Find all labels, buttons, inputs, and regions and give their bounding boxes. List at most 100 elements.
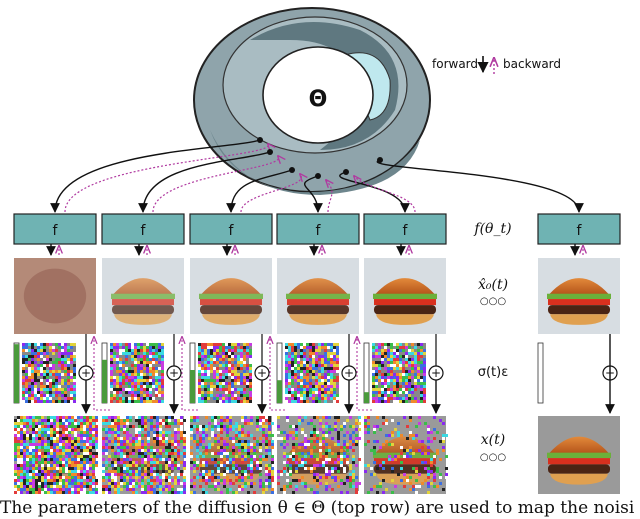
noise-pixel — [31, 352, 34, 355]
noise-pixel — [423, 385, 426, 388]
connectors — [50, 137, 584, 411]
noise-pixel — [70, 394, 73, 397]
noise-pixel — [423, 364, 426, 367]
xt-noise-pixel — [286, 464, 289, 467]
xt-noise-pixel — [439, 473, 442, 476]
noise-pixel — [294, 376, 297, 379]
noise-pixel — [67, 352, 70, 355]
noise-pixel — [330, 370, 333, 373]
xt-noise-pixel — [38, 416, 41, 419]
xt-noise-pixel — [208, 470, 211, 473]
noise-pixel — [116, 346, 119, 349]
xt-noise-pixel — [211, 473, 214, 476]
noise-pixel — [240, 400, 243, 403]
xt-noise-pixel — [292, 446, 295, 449]
xt-noise-pixel — [355, 476, 358, 479]
noise-pixel — [330, 388, 333, 391]
xt-noise-pixel — [304, 440, 307, 443]
xt-noise-pixel — [150, 482, 153, 485]
xt-noise-pixel — [138, 416, 141, 419]
xt-noise-pixel — [367, 428, 370, 431]
noise-pixel — [312, 385, 315, 388]
xt-noise-pixel — [190, 428, 193, 431]
noise-pixel — [210, 391, 213, 394]
xt-noise-pixel — [62, 425, 65, 428]
noise-pixel — [303, 394, 306, 397]
noise-pixel — [125, 391, 128, 394]
xt-noise-pixel — [74, 440, 77, 443]
xt-noise-pixel — [439, 419, 442, 422]
noise-pixel — [149, 355, 152, 358]
noise-pixel — [303, 343, 306, 346]
xt-noise-pixel — [168, 470, 171, 473]
xt-noise-pixel — [346, 449, 349, 452]
noise-pixel — [420, 394, 423, 397]
noise-pixel — [231, 370, 234, 373]
xt-noise-pixel — [325, 473, 328, 476]
noise-pixel — [306, 370, 309, 373]
xt-noise-pixel — [165, 488, 168, 491]
noise-pixel — [375, 349, 378, 352]
noise-pixel — [73, 379, 76, 382]
xt-noise-pixel — [105, 452, 108, 455]
noise-pixel — [116, 391, 119, 394]
noise-pixel — [37, 364, 40, 367]
xt-noise-pixel — [168, 458, 171, 461]
noise-pixel — [306, 346, 309, 349]
xt-noise-pixel — [406, 449, 409, 452]
noise-pixel — [143, 373, 146, 376]
xt-noise-pixel — [295, 428, 298, 431]
noise-pixel — [201, 385, 204, 388]
noise-pixel — [312, 358, 315, 361]
xt-noise-pixel — [202, 431, 205, 434]
noise-pixel — [396, 394, 399, 397]
xt-noise-pixel — [68, 461, 71, 464]
noise-pixel — [306, 388, 309, 391]
xt-noise-pixel — [415, 491, 418, 494]
noise-pixel — [309, 385, 312, 388]
noise-pixel — [70, 343, 73, 346]
xt-noise-pixel — [26, 461, 29, 464]
noise-pixel — [387, 358, 390, 361]
noise-pixel — [315, 373, 318, 376]
xt-noise-pixel — [391, 443, 394, 446]
xt-noise-pixel — [235, 422, 238, 425]
noise-pixel — [294, 370, 297, 373]
xt-noise-pixel — [196, 467, 199, 470]
noise-pixel — [336, 367, 339, 370]
noise-pixel — [143, 367, 146, 370]
xt-noise-pixel — [256, 440, 259, 443]
xt-noise-pixel — [144, 443, 147, 446]
xt-noise-pixel — [238, 425, 241, 428]
noise-pixel — [249, 400, 252, 403]
xt-noise-pixel — [226, 455, 229, 458]
noise-pixel — [372, 364, 375, 367]
xt-noise-pixel — [59, 458, 62, 461]
xt-noise-pixel — [32, 422, 35, 425]
xt-noise-pixel — [268, 467, 271, 470]
noise-pixel — [137, 397, 140, 400]
noise-pixel — [161, 391, 164, 394]
noise-pixel — [70, 391, 73, 394]
noise-pixel — [149, 376, 152, 379]
noise-pixel — [137, 382, 140, 385]
xt-noise-pixel — [406, 452, 409, 455]
xt-noise-pixel — [313, 467, 316, 470]
xt-noise-pixel — [56, 449, 59, 452]
noise-pixel — [408, 361, 411, 364]
noise-pixel — [73, 373, 76, 376]
noise-pixel — [318, 385, 321, 388]
xt-noise-pixel — [165, 479, 168, 482]
noise-pixel — [46, 376, 49, 379]
xt-noise-pixel — [190, 467, 193, 470]
xt-noise-pixel — [262, 482, 265, 485]
noise-pixel — [294, 352, 297, 355]
noise-pixel — [198, 373, 201, 376]
xt-noise-pixel — [346, 419, 349, 422]
xt-noise-pixel — [283, 431, 286, 434]
noise-pixel — [420, 367, 423, 370]
xt-noise-pixel — [32, 476, 35, 479]
noise-pixel — [161, 394, 164, 397]
noise-pixel — [216, 370, 219, 373]
noise-pixel — [405, 388, 408, 391]
